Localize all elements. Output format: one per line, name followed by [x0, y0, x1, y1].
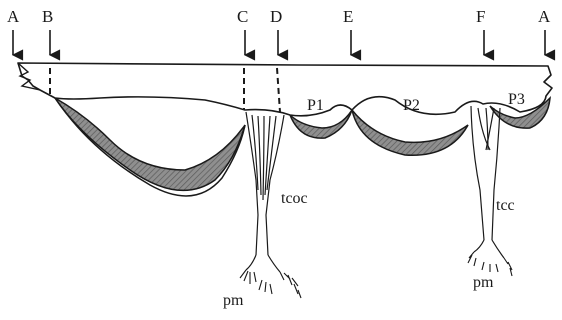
label-pm-right: pm [473, 274, 494, 291]
label-b: B [42, 7, 53, 26]
label-a-left: A [7, 7, 20, 26]
label-tcc: tcc [496, 197, 515, 214]
pm-left-frayed [240, 270, 301, 298]
label-p2: P2 [403, 97, 420, 114]
lobe-p2-hatched [352, 110, 468, 155]
section-arrows [13, 30, 545, 55]
label-f: F [476, 7, 485, 26]
label-c: C [237, 7, 248, 26]
body-outline [18, 63, 552, 116]
label-tcoc: tcoc [281, 190, 308, 207]
label-p1: P1 [307, 97, 324, 114]
label-d: D [270, 7, 282, 26]
tendon-tcc [471, 106, 504, 258]
lobe-left-hatched [55, 98, 245, 190]
label-p3: P3 [508, 91, 525, 108]
pm-right-frayed [468, 252, 512, 276]
label-e: E [343, 7, 353, 26]
label-pm-left: pm [223, 292, 244, 309]
label-a-right: A [538, 7, 551, 26]
tendon-tcoc [246, 112, 284, 272]
